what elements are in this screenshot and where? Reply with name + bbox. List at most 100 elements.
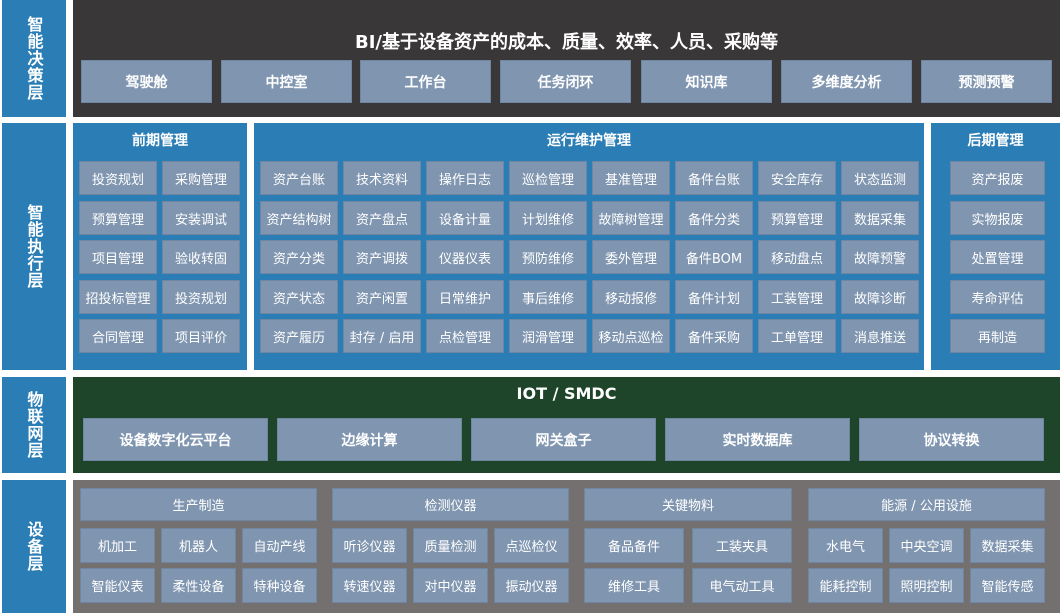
device-item[interactable]: 对中仪器: [413, 568, 488, 603]
device-item[interactable]: 数据采集: [970, 528, 1045, 563]
operation-item[interactable]: 预防维修: [509, 240, 587, 274]
decision-item[interactable]: 中控室: [221, 60, 352, 103]
operation-item[interactable]: 资产调拨: [343, 240, 421, 274]
late-item[interactable]: 资产报废: [950, 161, 1045, 195]
decision-item[interactable]: 多维度分析: [781, 60, 912, 103]
operation-item[interactable]: 资产台账: [260, 161, 338, 195]
operation-item[interactable]: 预算管理: [758, 201, 836, 235]
early-item[interactable]: 验收转固: [162, 240, 240, 274]
operation-item[interactable]: 资产状态: [260, 280, 338, 314]
operation-item[interactable]: 安全库存: [758, 161, 836, 195]
operation-item[interactable]: 状态监测: [841, 161, 919, 195]
device-group-title[interactable]: 生产制造: [80, 488, 317, 521]
operation-item[interactable]: 基准管理: [592, 161, 670, 195]
device-item[interactable]: 振动仪器: [494, 568, 569, 603]
device-item[interactable]: 电气动工具: [692, 568, 792, 603]
device-item[interactable]: 中央空调: [889, 528, 964, 563]
operation-title: 运行维护管理: [547, 133, 631, 149]
operation-item[interactable]: 操作日志: [426, 161, 504, 195]
late-title: 后期管理: [967, 133, 1024, 149]
device-group-title[interactable]: 关键物料: [584, 488, 792, 521]
early-item[interactable]: 合同管理: [79, 319, 157, 353]
operation-item[interactable]: 备件计划: [675, 280, 753, 314]
layer-label-execution: 智能执行层: [2, 123, 66, 370]
operation-item[interactable]: 技术资料: [343, 161, 421, 195]
early-item[interactable]: 投资规划: [162, 280, 240, 314]
late-item[interactable]: 再制造: [950, 319, 1045, 353]
operation-item[interactable]: 资产分类: [260, 240, 338, 274]
early-item[interactable]: 预算管理: [79, 201, 157, 235]
late-item[interactable]: 实物报废: [950, 201, 1045, 235]
operation-item[interactable]: 点检管理: [426, 319, 504, 353]
device-item[interactable]: 备品备件: [584, 528, 684, 563]
early-item[interactable]: 项目评价: [162, 319, 240, 353]
device-group-title[interactable]: 检测仪器: [332, 488, 569, 521]
layer-label-decision: 智能决策层: [2, 0, 66, 117]
early-item[interactable]: 采购管理: [162, 161, 240, 195]
decision-item[interactable]: 知识库: [641, 60, 772, 103]
operation-item[interactable]: 移动报修: [592, 280, 670, 314]
device-item[interactable]: 自动产线: [242, 528, 317, 563]
device-item[interactable]: 智能传感: [970, 568, 1045, 603]
operation-item[interactable]: 备件采购: [675, 319, 753, 353]
device-item[interactable]: 维修工具: [584, 568, 684, 603]
late-item[interactable]: 寿命评估: [950, 280, 1045, 314]
operation-item[interactable]: 工单管理: [758, 319, 836, 353]
late-item[interactable]: 处置管理: [950, 240, 1045, 274]
operation-item[interactable]: 故障树管理: [592, 201, 670, 235]
device-group-title[interactable]: 能源 / 公用设施: [808, 488, 1045, 521]
operation-item[interactable]: 资产履历: [260, 319, 338, 353]
operation-item[interactable]: 移动盘点: [758, 240, 836, 274]
operation-item[interactable]: 资产盘点: [343, 201, 421, 235]
operation-item[interactable]: 故障预警: [841, 240, 919, 274]
decision-item[interactable]: 预测预警: [921, 60, 1052, 103]
early-item[interactable]: 投资规划: [79, 161, 157, 195]
device-item[interactable]: 照明控制: [889, 568, 964, 603]
operation-item[interactable]: 移动点巡检: [592, 319, 670, 353]
operation-item[interactable]: 计划维修: [509, 201, 587, 235]
device-item[interactable]: 特种设备: [242, 568, 317, 603]
early-item[interactable]: 安装调试: [162, 201, 240, 235]
device-item[interactable]: 机加工: [80, 528, 155, 563]
decision-item[interactable]: 任务闭环: [500, 60, 631, 103]
operation-item[interactable]: 备件台账: [675, 161, 753, 195]
device-item[interactable]: 点巡检仪: [494, 528, 569, 563]
device-item[interactable]: 听诊仪器: [332, 528, 407, 563]
early-item[interactable]: 项目管理: [79, 240, 157, 274]
decision-item[interactable]: 工作台: [360, 60, 491, 103]
decision-item[interactable]: 驾驶舱: [81, 60, 212, 103]
operation-item[interactable]: 封存 / 启用: [343, 319, 421, 353]
device-item[interactable]: 转速仪器: [332, 568, 407, 603]
operation-item[interactable]: 故障诊断: [841, 280, 919, 314]
operation-item[interactable]: 消息推送: [841, 319, 919, 353]
early-item[interactable]: 招投标管理: [79, 280, 157, 314]
operation-item[interactable]: 巡检管理: [509, 161, 587, 195]
operation-item[interactable]: 润滑管理: [509, 319, 587, 353]
operation-item[interactable]: 备件BOM: [675, 240, 753, 274]
device-item[interactable]: 柔性设备: [161, 568, 236, 603]
iot-item[interactable]: 设备数字化云平台: [83, 418, 268, 461]
iot-item[interactable]: 网关盒子: [471, 418, 656, 461]
iot-item[interactable]: 协议转换: [859, 418, 1044, 461]
operation-item[interactable]: 资产结构树: [260, 201, 338, 235]
operation-item[interactable]: 仪器仪表: [426, 240, 504, 274]
operation-item[interactable]: 委外管理: [592, 240, 670, 274]
operation-item[interactable]: 资产闲置: [343, 280, 421, 314]
operation-item[interactable]: 工装管理: [758, 280, 836, 314]
operation-item[interactable]: 备件分类: [675, 201, 753, 235]
layer-label-iot: 物联网层: [2, 377, 66, 473]
device-item[interactable]: 能耗控制: [808, 568, 883, 603]
operation-item[interactable]: 设备计量: [426, 201, 504, 235]
device-item[interactable]: 智能仪表: [80, 568, 155, 603]
operation-item[interactable]: 日常维护: [426, 280, 504, 314]
iot-item[interactable]: 实时数据库: [665, 418, 850, 461]
operation-item[interactable]: 数据采集: [841, 201, 919, 235]
device-item[interactable]: 质量检测: [413, 528, 488, 563]
device-item[interactable]: 水电气: [808, 528, 883, 563]
iot-item[interactable]: 边缘计算: [277, 418, 462, 461]
iot-title: IOT / SMDC: [516, 384, 617, 403]
operation-item[interactable]: 事后维修: [509, 280, 587, 314]
device-item[interactable]: 机器人: [161, 528, 236, 563]
decision-title: BI/基于设备资产的成本、质量、效率、人员、采购等: [355, 32, 778, 53]
device-item[interactable]: 工装夹具: [692, 528, 792, 563]
